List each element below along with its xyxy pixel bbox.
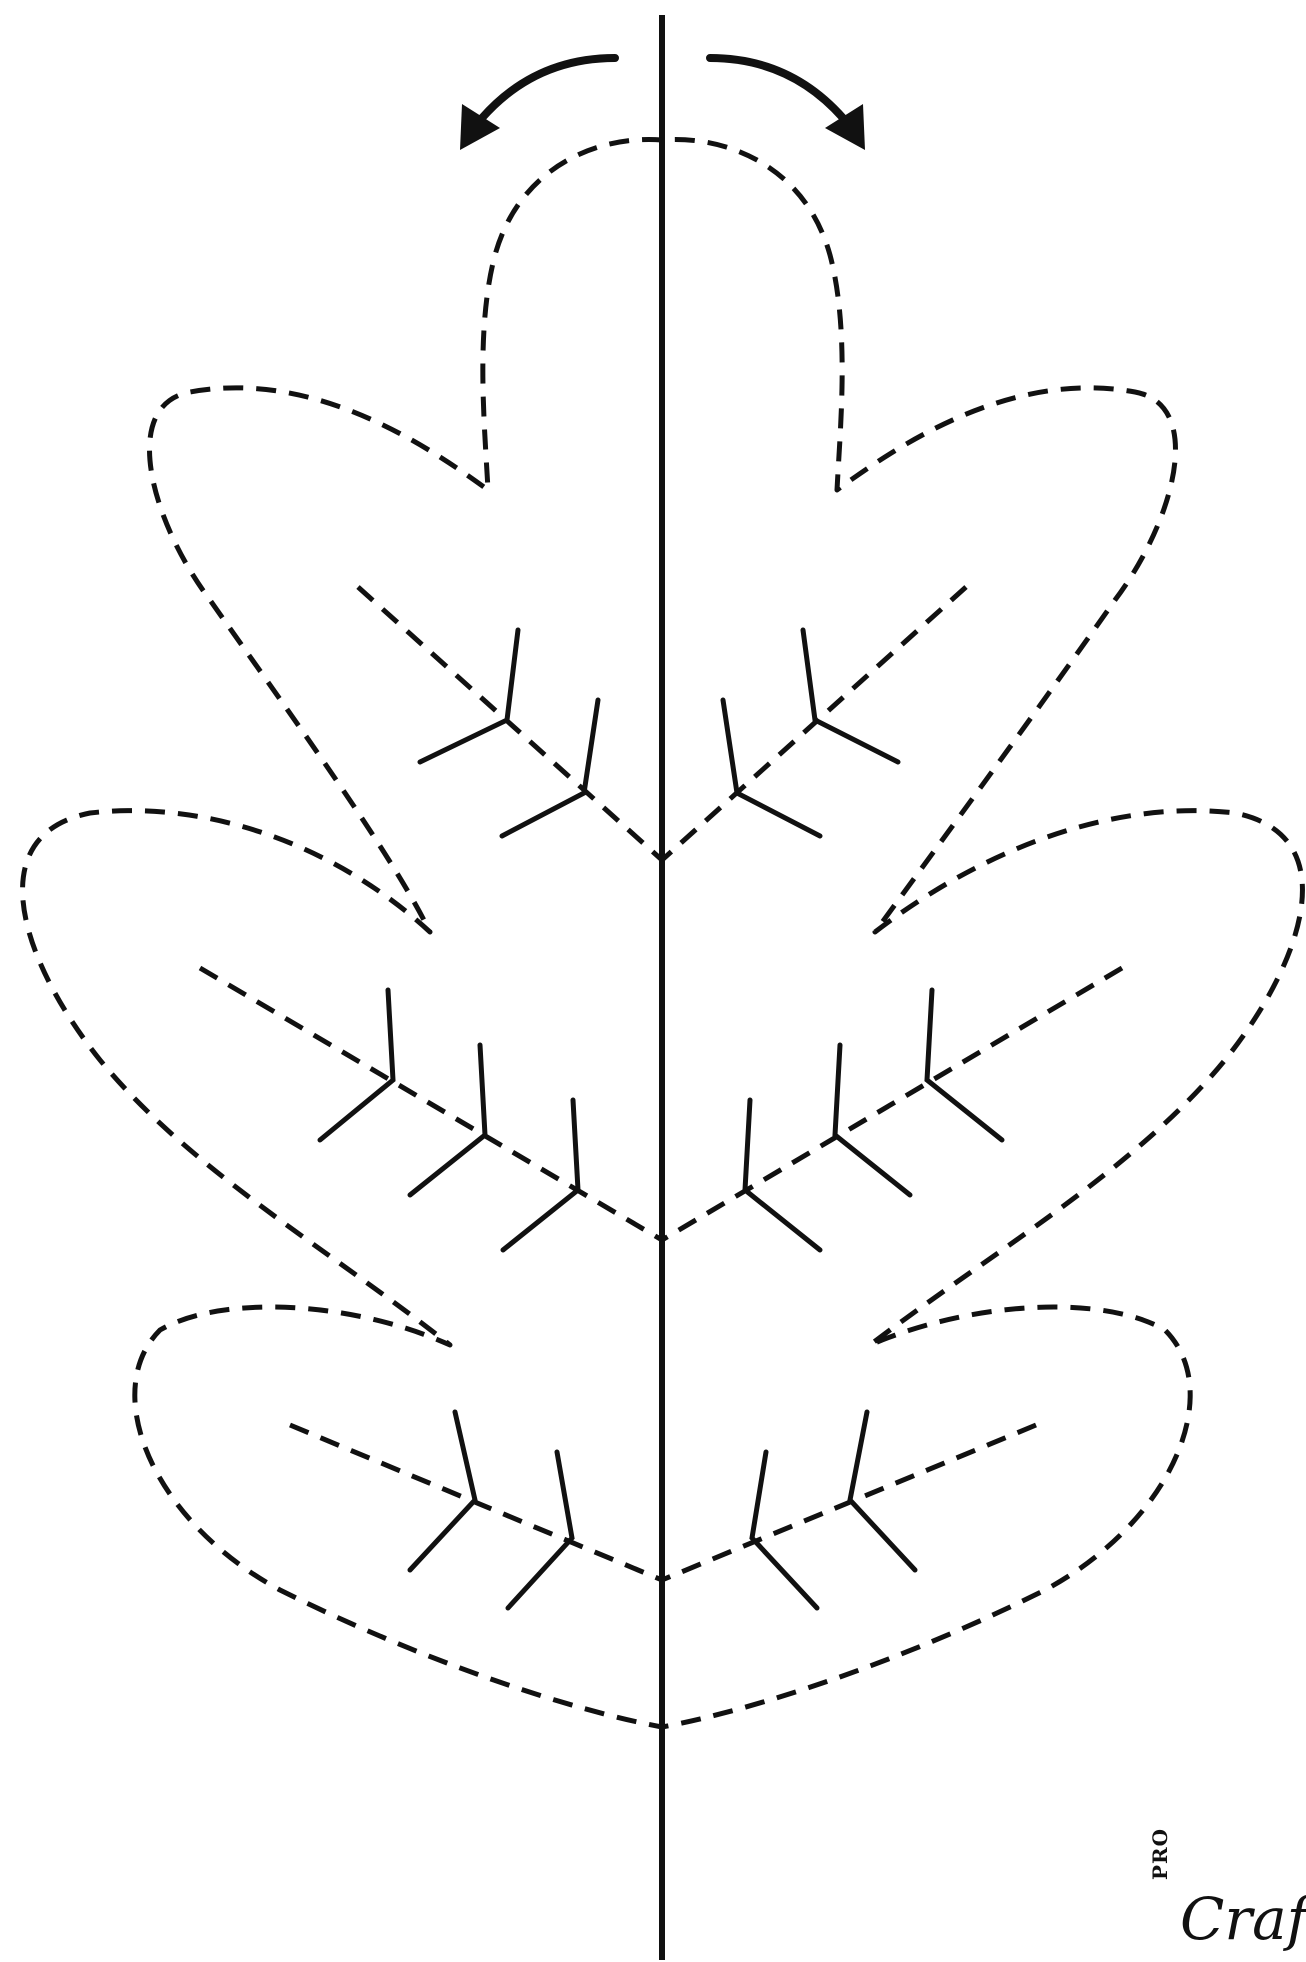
watermark-pro: PRO — [1148, 1828, 1172, 1880]
fold-arrow-left — [460, 58, 615, 150]
vein-middle-right — [662, 968, 1122, 1240]
vein-upper-left — [358, 587, 662, 860]
vein-middle-left — [200, 968, 662, 1240]
watermark-brand: Crafts — [1180, 1885, 1306, 1953]
vein-upper-right — [662, 587, 966, 860]
fold-arrow-right — [710, 58, 865, 150]
